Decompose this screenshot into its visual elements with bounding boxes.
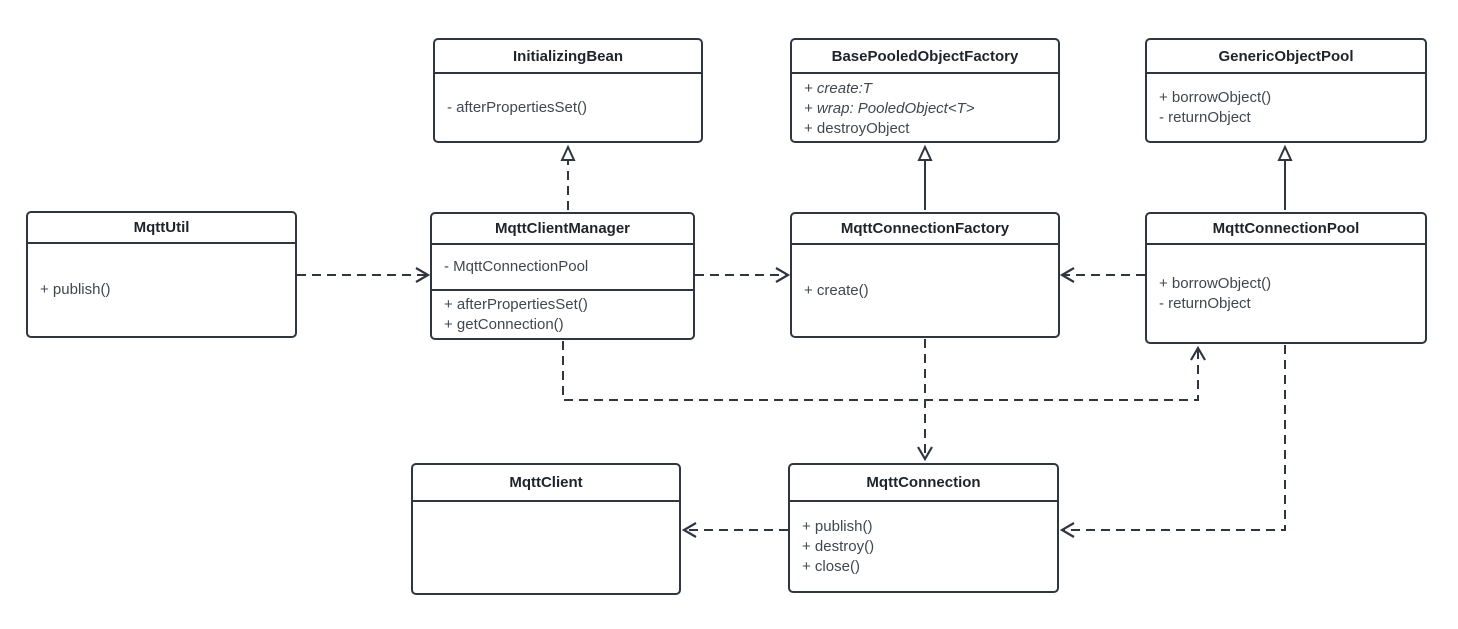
class-methods: + afterPropertiesSet() + getConnection(): [432, 291, 693, 339]
class-mqttconnection: MqttConnection + publish() + destroy() +…: [788, 463, 1059, 593]
class-member: + create(): [804, 281, 869, 299]
class-title: MqttConnectionPool: [1147, 214, 1425, 245]
class-method: + afterPropertiesSet(): [444, 296, 588, 313]
class-attributes: - MqttConnectionPool: [432, 245, 693, 291]
class-genericobjectpool: GenericObjectPool + borrowObject() - ret…: [1145, 38, 1427, 143]
class-member: + borrowObject(): [1159, 274, 1272, 292]
class-member: - returnObject: [1159, 294, 1251, 312]
class-members: + create:T + wrap: PooledObject<T> + des…: [792, 74, 1058, 143]
class-mqttutil: MqttUtil + publish(): [26, 211, 297, 338]
class-members: [413, 502, 679, 593]
class-member: - afterPropertiesSet(): [447, 98, 588, 116]
class-basepooledobjectfactory: BasePooledObjectFactory + create:T + wra…: [790, 38, 1060, 143]
class-members: - afterPropertiesSet(): [435, 74, 701, 141]
class-mqttclient: MqttClient: [411, 463, 681, 595]
edge-mqttconnectionpool-mqttconnection: [1059, 345, 1286, 538]
class-title: GenericObjectPool: [1147, 40, 1425, 74]
class-mqttconnectionpool: MqttConnectionPool + borrowObject() - re…: [1145, 212, 1427, 344]
class-mqttclientmanager: MqttClientManager - MqttConnectionPool +…: [430, 212, 695, 340]
class-member: + publish(): [40, 281, 111, 298]
class-member: + destroy(): [802, 537, 875, 555]
class-title: MqttUtil: [28, 213, 295, 244]
class-initializingbean: InitializingBean - afterPropertiesSet(): [433, 38, 703, 143]
class-mqttconnectionfactory: MqttConnectionFactory + create(): [790, 212, 1060, 338]
class-title: MqttClientManager: [432, 214, 693, 245]
class-members: + publish(): [28, 244, 295, 336]
class-members: + borrowObject() - returnObject: [1147, 74, 1425, 141]
class-members: + publish() + destroy() + close(): [790, 502, 1057, 591]
edge-mqttclientmanager-mqttconnectionpool: [562, 341, 1206, 401]
class-member: + close(): [802, 557, 860, 575]
class-title: InitializingBean: [435, 40, 701, 74]
class-title: MqttClient: [413, 465, 679, 502]
class-title: MqttConnectionFactory: [792, 214, 1058, 245]
class-method: + getConnection(): [444, 316, 564, 333]
class-member: + create:T: [804, 80, 872, 97]
class-member: + wrap: PooledObject<T>: [804, 100, 975, 117]
class-members: + borrowObject() - returnObject: [1147, 245, 1425, 342]
class-member: + publish(): [802, 517, 873, 535]
class-title: MqttConnection: [790, 465, 1057, 502]
class-attribute: - MqttConnectionPool: [444, 258, 589, 275]
class-members: + create(): [792, 245, 1058, 336]
class-title: BasePooledObjectFactory: [792, 40, 1058, 74]
class-member: - returnObject: [1159, 108, 1251, 126]
class-member: + borrowObject(): [1159, 88, 1272, 106]
class-member: + destroyObject: [804, 120, 910, 137]
